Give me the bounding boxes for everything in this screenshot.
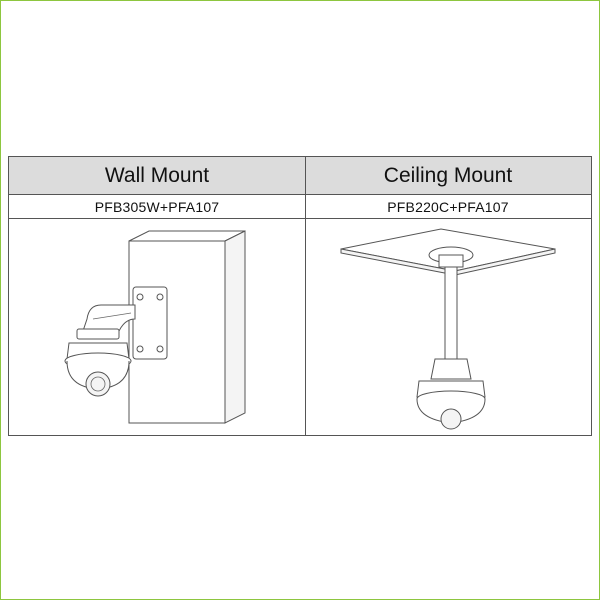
- wall-mount-model: PFB305W+PFA107: [9, 195, 305, 219]
- wall-mount-drawing: [64, 230, 246, 424]
- ceiling-mount-header: Ceiling Mount: [305, 157, 591, 195]
- wall-mount-header: Wall Mount: [9, 157, 305, 195]
- ceiling-mount-model: PFB220C+PFA107: [305, 195, 591, 219]
- mount-comparison-table: Wall Mount Ceiling Mount PFB305W+PFA107 …: [8, 156, 592, 436]
- ceiling-mount-drawing: [340, 228, 556, 430]
- wall-mount-illustration-cell: [9, 219, 305, 435]
- column-divider: [305, 157, 306, 435]
- ceiling-mount-illustration-cell: [305, 219, 591, 435]
